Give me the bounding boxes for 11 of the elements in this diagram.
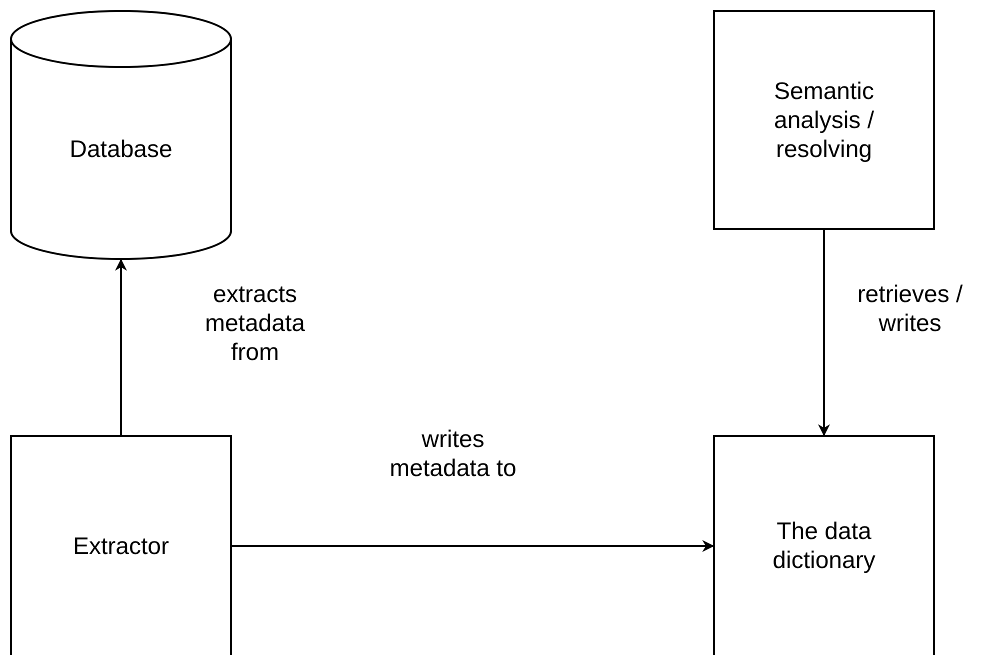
arrow [232,540,714,552]
database-cylinder [10,10,232,260]
process-box [713,435,935,655]
process-box [10,435,232,655]
arrow [115,258,127,435]
node-label: The data dictionary [772,517,876,575]
arrow [818,230,830,436]
node-label: Extractor [72,532,170,560]
node-label: Database [68,134,174,164]
process-box [713,10,935,230]
node-label: Semantic analysis / resolving [772,76,876,164]
